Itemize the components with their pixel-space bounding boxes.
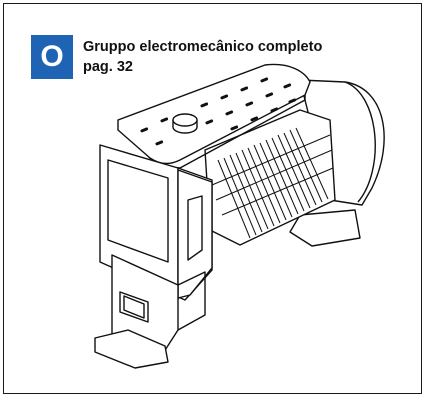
connector	[119, 291, 149, 323]
section-badge: O	[31, 35, 73, 79]
cooling-fins	[211, 127, 334, 239]
figure-caption: Gruppo electromecânico completo pag. 32	[83, 37, 383, 77]
bottom-clip	[94, 329, 169, 369]
caption-title: Gruppo electromecânico completo	[83, 39, 323, 55]
motor-base	[289, 209, 361, 247]
front-window	[107, 159, 169, 263]
caption-page-ref: pag. 32	[83, 59, 133, 75]
plate-slots	[140, 77, 297, 146]
motor-cylinder	[299, 79, 385, 206]
